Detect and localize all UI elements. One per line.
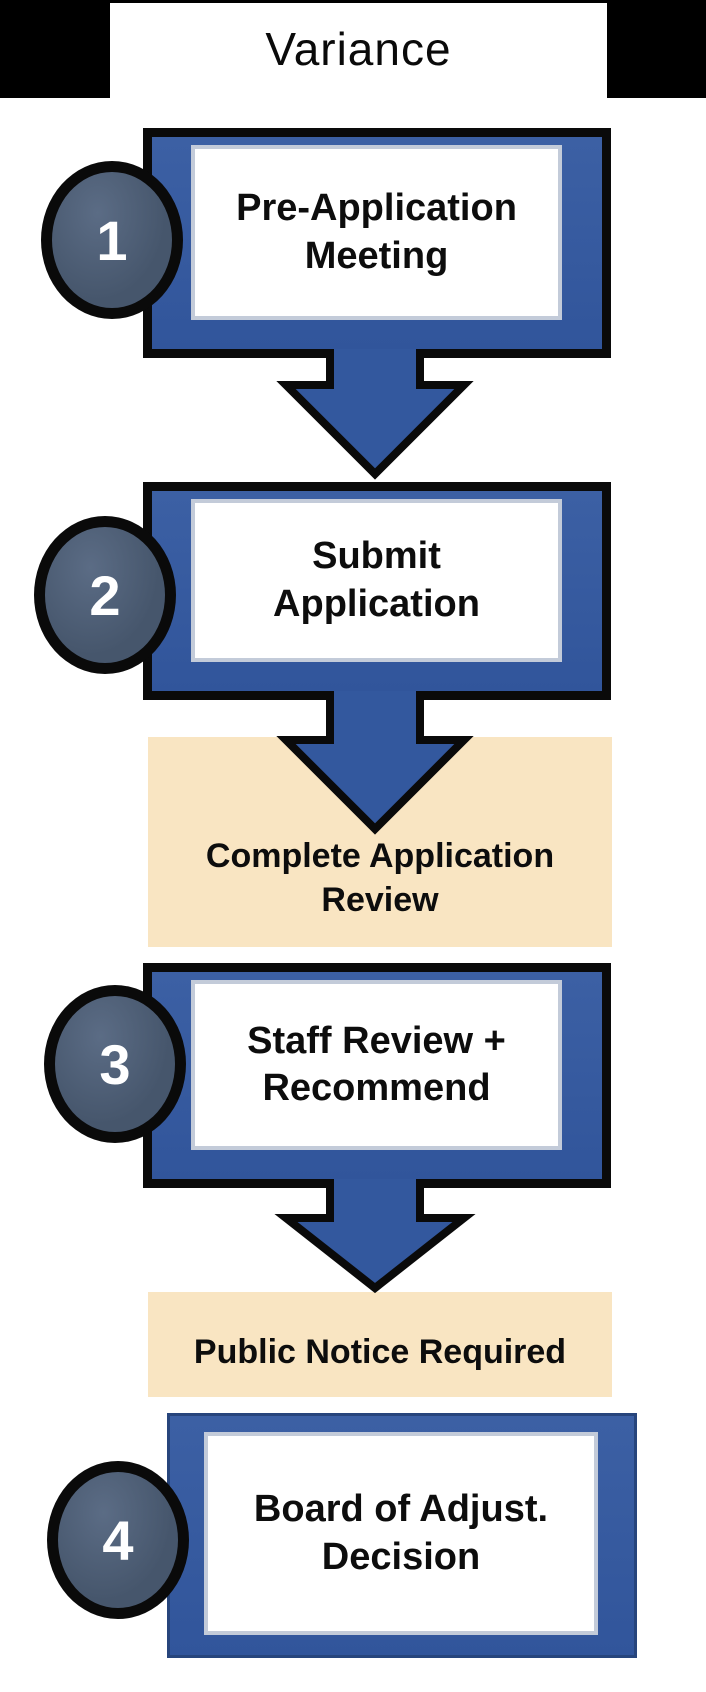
step-box-1: Pre-Application Meeting: [143, 128, 611, 358]
page-title: Variance: [265, 23, 452, 75]
step-label-1: Pre-Application Meeting: [191, 145, 562, 320]
step-number-3: 3: [99, 1032, 131, 1096]
step-number-4: 4: [102, 1508, 134, 1572]
header-top-rule: [0, 0, 706, 3]
step-number-2: 2: [89, 563, 121, 627]
header-black-block-right: [607, 0, 706, 98]
step-label-4: Board of Adjust. Decision: [204, 1432, 598, 1635]
step-number-1: 1: [96, 208, 128, 272]
note-box-public-notice-required: Public Notice Required: [148, 1292, 612, 1397]
step-box-3: Staff Review + Recommend: [143, 963, 611, 1188]
down-arrow-2: [276, 691, 474, 835]
step-box-2: Submit Application: [143, 482, 611, 700]
step-number-badge-3: 3: [44, 985, 186, 1143]
step-label-2: Submit Application: [191, 499, 562, 662]
step-number-badge-1: 1: [41, 161, 183, 319]
step-box-4: Board of Adjust. Decision: [167, 1413, 637, 1658]
note-box-complete-application-review: Complete Application Review: [148, 737, 612, 947]
down-arrow-1: [276, 349, 474, 480]
down-arrow-3: [274, 1179, 476, 1294]
step-number-badge-4: 4: [47, 1461, 189, 1619]
step-label-3: Staff Review + Recommend: [191, 980, 562, 1150]
step-number-badge-2: 2: [34, 516, 176, 674]
header-black-block-left: [0, 0, 110, 98]
